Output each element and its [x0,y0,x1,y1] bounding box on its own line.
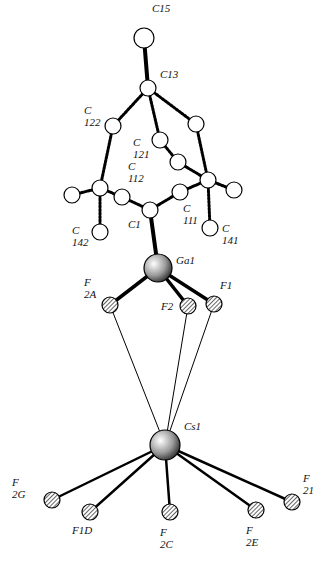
atom-label: C 121 [133,136,150,160]
atom-label: Ga1 [176,254,195,266]
atom-label: F 21 [303,472,314,496]
atom-label: C1 [128,218,141,230]
atom-label: C 141 [222,222,239,246]
atom-label: C15 [152,2,170,14]
atom-label: C 112 [128,160,144,184]
atom-label: F 2A [84,276,96,300]
atom-label: Cs1 [184,420,201,432]
atom-label: F 2E [246,524,258,548]
atom-label: F 2C [160,526,173,550]
atom-label: C 142 [72,224,89,248]
atom-label: F2 [161,300,173,312]
atom-label: F 2G [12,476,25,500]
atom-label: C13 [160,68,178,80]
atom-label: F1D [72,524,92,536]
atom-label: F1 [220,279,232,291]
atom-label: C 111 [183,202,198,226]
atom-label: C 122 [84,104,101,128]
